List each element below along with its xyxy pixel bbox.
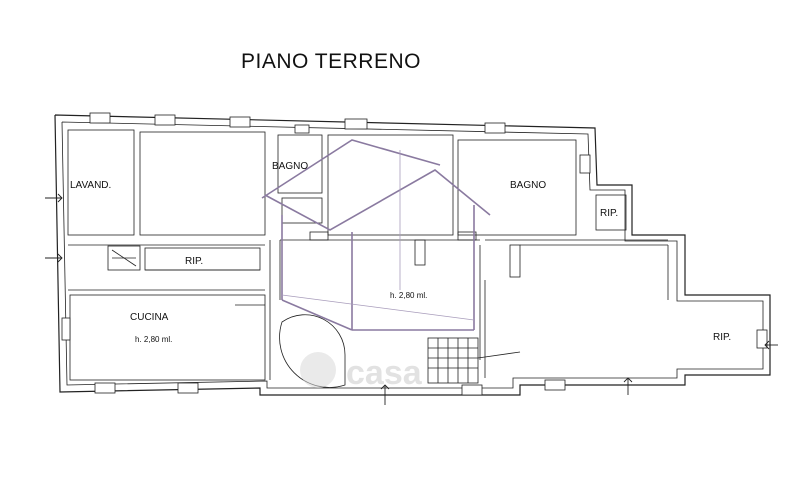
windows: [61, 112, 768, 396]
overlay-outline: [261, 139, 491, 331]
staircase: [427, 337, 521, 384]
plan-title: PIANO TERRENO: [241, 50, 421, 73]
room-label-rip-corridor: RIP.: [185, 256, 203, 267]
room-label-lavand: LAVAND.: [70, 180, 111, 191]
cucina-height-note: h. 2,80 ml.: [135, 335, 172, 344]
interior-walls: [67, 129, 669, 388]
center-height-note: h. 2,80 ml.: [390, 291, 427, 300]
room-label-rip-right: RIP.: [713, 332, 731, 343]
watermark: casa: [300, 352, 423, 392]
outer-walls: [54, 114, 771, 396]
room-label-rip-small: RIP.: [600, 208, 618, 219]
entry-arrows: [45, 193, 778, 405]
room-label-cucina: CUCINA: [130, 312, 169, 323]
room-label-bagno-large: BAGNO: [510, 180, 546, 191]
room-label-bagno-small: BAGNO: [272, 161, 308, 172]
watermark-text: casa: [346, 354, 423, 392]
